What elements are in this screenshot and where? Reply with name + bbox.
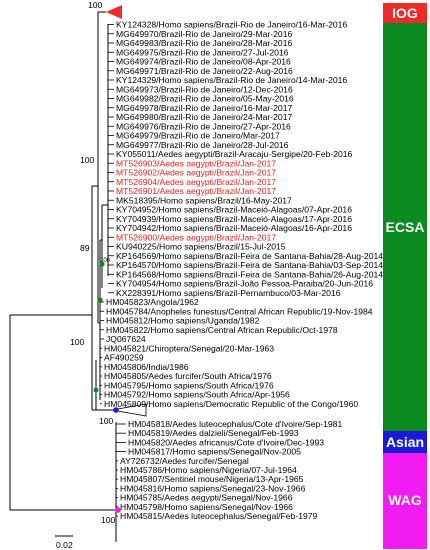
taxon-label: AF490259 (104, 353, 144, 363)
bootstrap-root: 100 (70, 337, 85, 347)
taxon-label: KP164569/Homo sapiens/Brazil-Feira de Sa… (116, 251, 383, 261)
africa-node-marker-icon (93, 387, 99, 393)
taxon-label: HM045786/Homo sapiens/Nigeria/07-Jul-196… (120, 465, 297, 475)
taxon-label: MG649973/Brazil-Rio de Janeiro/12-Dec-20… (116, 84, 293, 94)
band-ecsa (383, 23, 427, 431)
fsa-node-marker-icon (99, 261, 105, 267)
taxon-label: HM045785/Aedes aegypti/Senegal/Nov-1966 (120, 493, 293, 503)
taxon-label: HM045822/Homo sapiens/Central African Re… (106, 325, 338, 335)
taxon-label: MG649974/Brazil-Rio de Janeiro/08-Apr-20… (116, 57, 291, 67)
bootstrap-wag: 100 (101, 515, 116, 525)
taxon-label: JQ067624 (106, 334, 146, 344)
taxon-label: KY704942/Homo sapiens/Brazil-Maceió-Alag… (116, 223, 352, 233)
taxon-label: KP164570/Homo sapiens/Brazil-Feira de Sa… (116, 260, 383, 270)
taxon-label: HM045795/Homo sapiens/South Africa/1976 (104, 380, 274, 390)
taxon-label: HM045819/Aedes dalzieli/Senegal/Feb-1993 (128, 428, 299, 438)
band-label-asian: Asian (386, 434, 424, 450)
taxon-label: AY726732/Aedes furcifer/Senegal (120, 456, 249, 466)
bootstrap-fsa: 100 (100, 258, 111, 264)
taxon-label: HM045784/Anopheles funestus/Central Afri… (106, 306, 373, 316)
bootstrap-ecsa: 100 (80, 155, 95, 165)
taxon-label: HM045817/Homo sapiens/Senegal/Nov-2005 (128, 447, 301, 457)
taxon-label: KY124328/Homo sapiens/Brazil-Rio de Jane… (116, 20, 347, 30)
taxon-label: HM045816/Homo sapiens/Senegal/23-Nov-196… (120, 483, 306, 493)
taxon-labels: KY124328/Homo sapiens/Brazil-Rio de Jane… (100, 20, 383, 521)
bootstrap-asian: 100 (99, 416, 114, 426)
band-asian (383, 431, 427, 453)
taxon-label: MG649970/Brazil-Rio de Janeiro/29-Mar-20… (116, 29, 292, 39)
taxon-label: KY704939/Homo sapiens/Brazil-Maceió-Alag… (116, 214, 352, 224)
iog-collapsed-clade-icon (106, 5, 122, 19)
taxon-label: KU940225/Homo sapiens/Brazil/15-Jul-2015 (116, 242, 286, 252)
band-label-iog: IOG (392, 5, 418, 21)
taxon-label: KY055011/Aedes aegypti/Brazil-Aracaju-Se… (116, 149, 353, 159)
taxon-label: HM045805/Aedes furcifer/South Africa/197… (104, 371, 272, 381)
taxon-label: HM045798/Homo sapiens/Senegal/Nov-1966 (120, 502, 293, 512)
tree-branches (9, 11, 118, 542)
taxon-label: MT526904/Aedes aegypti/Brazil/Jan-2017 (116, 177, 276, 187)
taxon-label: HM045806/India/1986 (104, 362, 189, 372)
asian-collapsed-clade-icon (111, 403, 147, 417)
taxon-label: KP164568/Homo sapiens/Brazil-Feira de Sa… (116, 269, 383, 279)
taxon-label: HM045807/Sentinel mouse/Nigeria/13-Apr-1… (120, 474, 304, 484)
ecsa-node-marker-icon (97, 297, 103, 303)
taxon-label: KY704954/Homo sapiens/Brazil-João Pessoa… (116, 279, 373, 289)
scale-bar-label: 0.02 (56, 540, 73, 550)
taxon-label: MG649983/Brazil-Rio de Janeiro/28-Mar-20… (116, 38, 292, 48)
taxon-label: MK518395/Homo sapiens/Brazil/16-May-2017 (116, 195, 292, 205)
taxon-label: MG649977/Brazil-Rio de Janeiro/28-Jul-20… (116, 140, 289, 150)
taxon-label: KY124329/Homo sapiens/Brazil-Rio de Jane… (116, 75, 347, 85)
bootstrap-ecsa-main: 89 (80, 243, 90, 253)
taxon-label: KX228391/Homo sapiens/Brazil-Pernambuco/… (116, 288, 341, 298)
taxon-label: HM045809/Homo sapiens/Democratic Republi… (104, 399, 358, 409)
taxon-label: MG649971/Brazil-Rio de Janeiro/22-Aug-20… (116, 66, 293, 76)
taxon-label: MG649979/Brazil-Rio de Janeiro/Mar-2017 (116, 131, 280, 141)
taxon-label: HM045820/Aedes africanus/Cote d'Ivoire/D… (128, 437, 324, 447)
bootstrap-iog: 100 (88, 0, 103, 10)
band-iog (383, 3, 427, 23)
taxon-label: MG649982/Brazil-Rio de Janeiro/05-May-20… (116, 94, 294, 104)
taxon-label: MG649975/Brazil-Rio de Janeiro/27-Jul-20… (116, 47, 289, 57)
taxon-label: MT526903/Aedes aegypti/Brazil/Jan-2017 (116, 158, 276, 168)
taxon-label: MT526900/Aedes aegypti/Brazil/Jan-2017 (116, 232, 276, 242)
taxon-label: HM045821/Chiroptera/Senegal/20-Mar-1963 (104, 343, 274, 353)
taxon-label: MG649978/Brazil-Rio de Janeiro/16-Mar-20… (116, 103, 292, 113)
taxon-label: HM045792/Homo sapiens/South Africa/Apr-1… (104, 390, 290, 400)
taxon-label: HM045815/Aedes luteocephalus/Senegal/Feb… (120, 511, 318, 521)
taxon-label: KY704952/Homo sapiens/Brazil-Maceió-Alag… (116, 205, 352, 215)
taxon-label: MT526902/Aedes aegypti/Brazil/Jan-2017 (116, 168, 276, 178)
band-label-wag: WAG (388, 492, 422, 508)
taxon-label: MG649980/Brazil-Rio de Janeiro/24-Mar-20… (116, 112, 292, 122)
taxon-label: HM045812/Homo sapiens/Uganda/1982 (106, 316, 260, 326)
taxon-label: MT526901/Aedes aegypti/Brazil/Jan-2017 (116, 186, 276, 196)
wag-node-marker-icon (115, 507, 121, 513)
taxon-label: HM045823/Angola/1962 (106, 297, 199, 307)
asia-node-marker-icon (113, 407, 119, 413)
band-label-ecsa: ECSA (386, 219, 425, 235)
taxon-label: MG649976/Brazil-Rio de Janeiro/27-Apr-20… (116, 121, 291, 131)
taxon-label: HM045818/Aedes luteocephalus/Cote d'Ivoi… (128, 419, 342, 429)
band-wag (383, 453, 427, 549)
